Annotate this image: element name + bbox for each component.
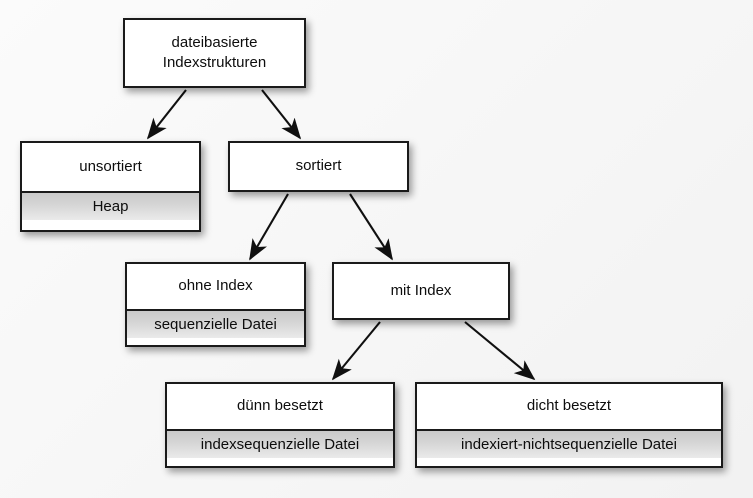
node-dateibasierte-indexstrukturen[interactable]: dateibasierte Indexstrukturen [123, 18, 306, 88]
node-subtitle-indexiert-nichtsequenzielle-datei: indexiert-nichtsequenzielle Datei [417, 431, 721, 458]
node-unsortiert[interactable]: unsortiert Heap [20, 141, 201, 232]
node-title: dünn besetzt [167, 384, 393, 431]
edge-root-to-unsortiert [146, 89, 187, 140]
node-title: sortiert [230, 143, 407, 190]
edge-sortiert-to-ohne-index [249, 193, 289, 261]
edge-root-to-sortiert [261, 89, 302, 140]
edge-mit-index-to-duenn [331, 321, 381, 381]
edge-sortiert-to-mit-index [349, 193, 393, 261]
node-subtitle-heap: Heap [22, 193, 199, 220]
node-title: ohne Index [127, 264, 304, 311]
node-duenn-besetzt[interactable]: dünn besetzt indexsequenzielle Datei [165, 382, 395, 468]
node-title: mit Index [334, 264, 508, 318]
node-sortiert[interactable]: sortiert [228, 141, 409, 192]
node-title: dicht besetzt [417, 384, 721, 431]
node-title: dateibasierte Indexstrukturen [125, 20, 304, 86]
node-subtitle-indexsequenzielle-datei: indexsequenzielle Datei [167, 431, 393, 458]
node-mit-index[interactable]: mit Index [332, 262, 510, 320]
node-ohne-index[interactable]: ohne Index sequenzielle Datei [125, 262, 306, 347]
edge-mit-index-to-dicht [464, 321, 536, 381]
node-subtitle-sequenzielle-datei: sequenzielle Datei [127, 311, 304, 338]
node-title: unsortiert [22, 143, 199, 193]
node-dicht-besetzt[interactable]: dicht besetzt indexiert-nichtsequenziell… [415, 382, 723, 468]
